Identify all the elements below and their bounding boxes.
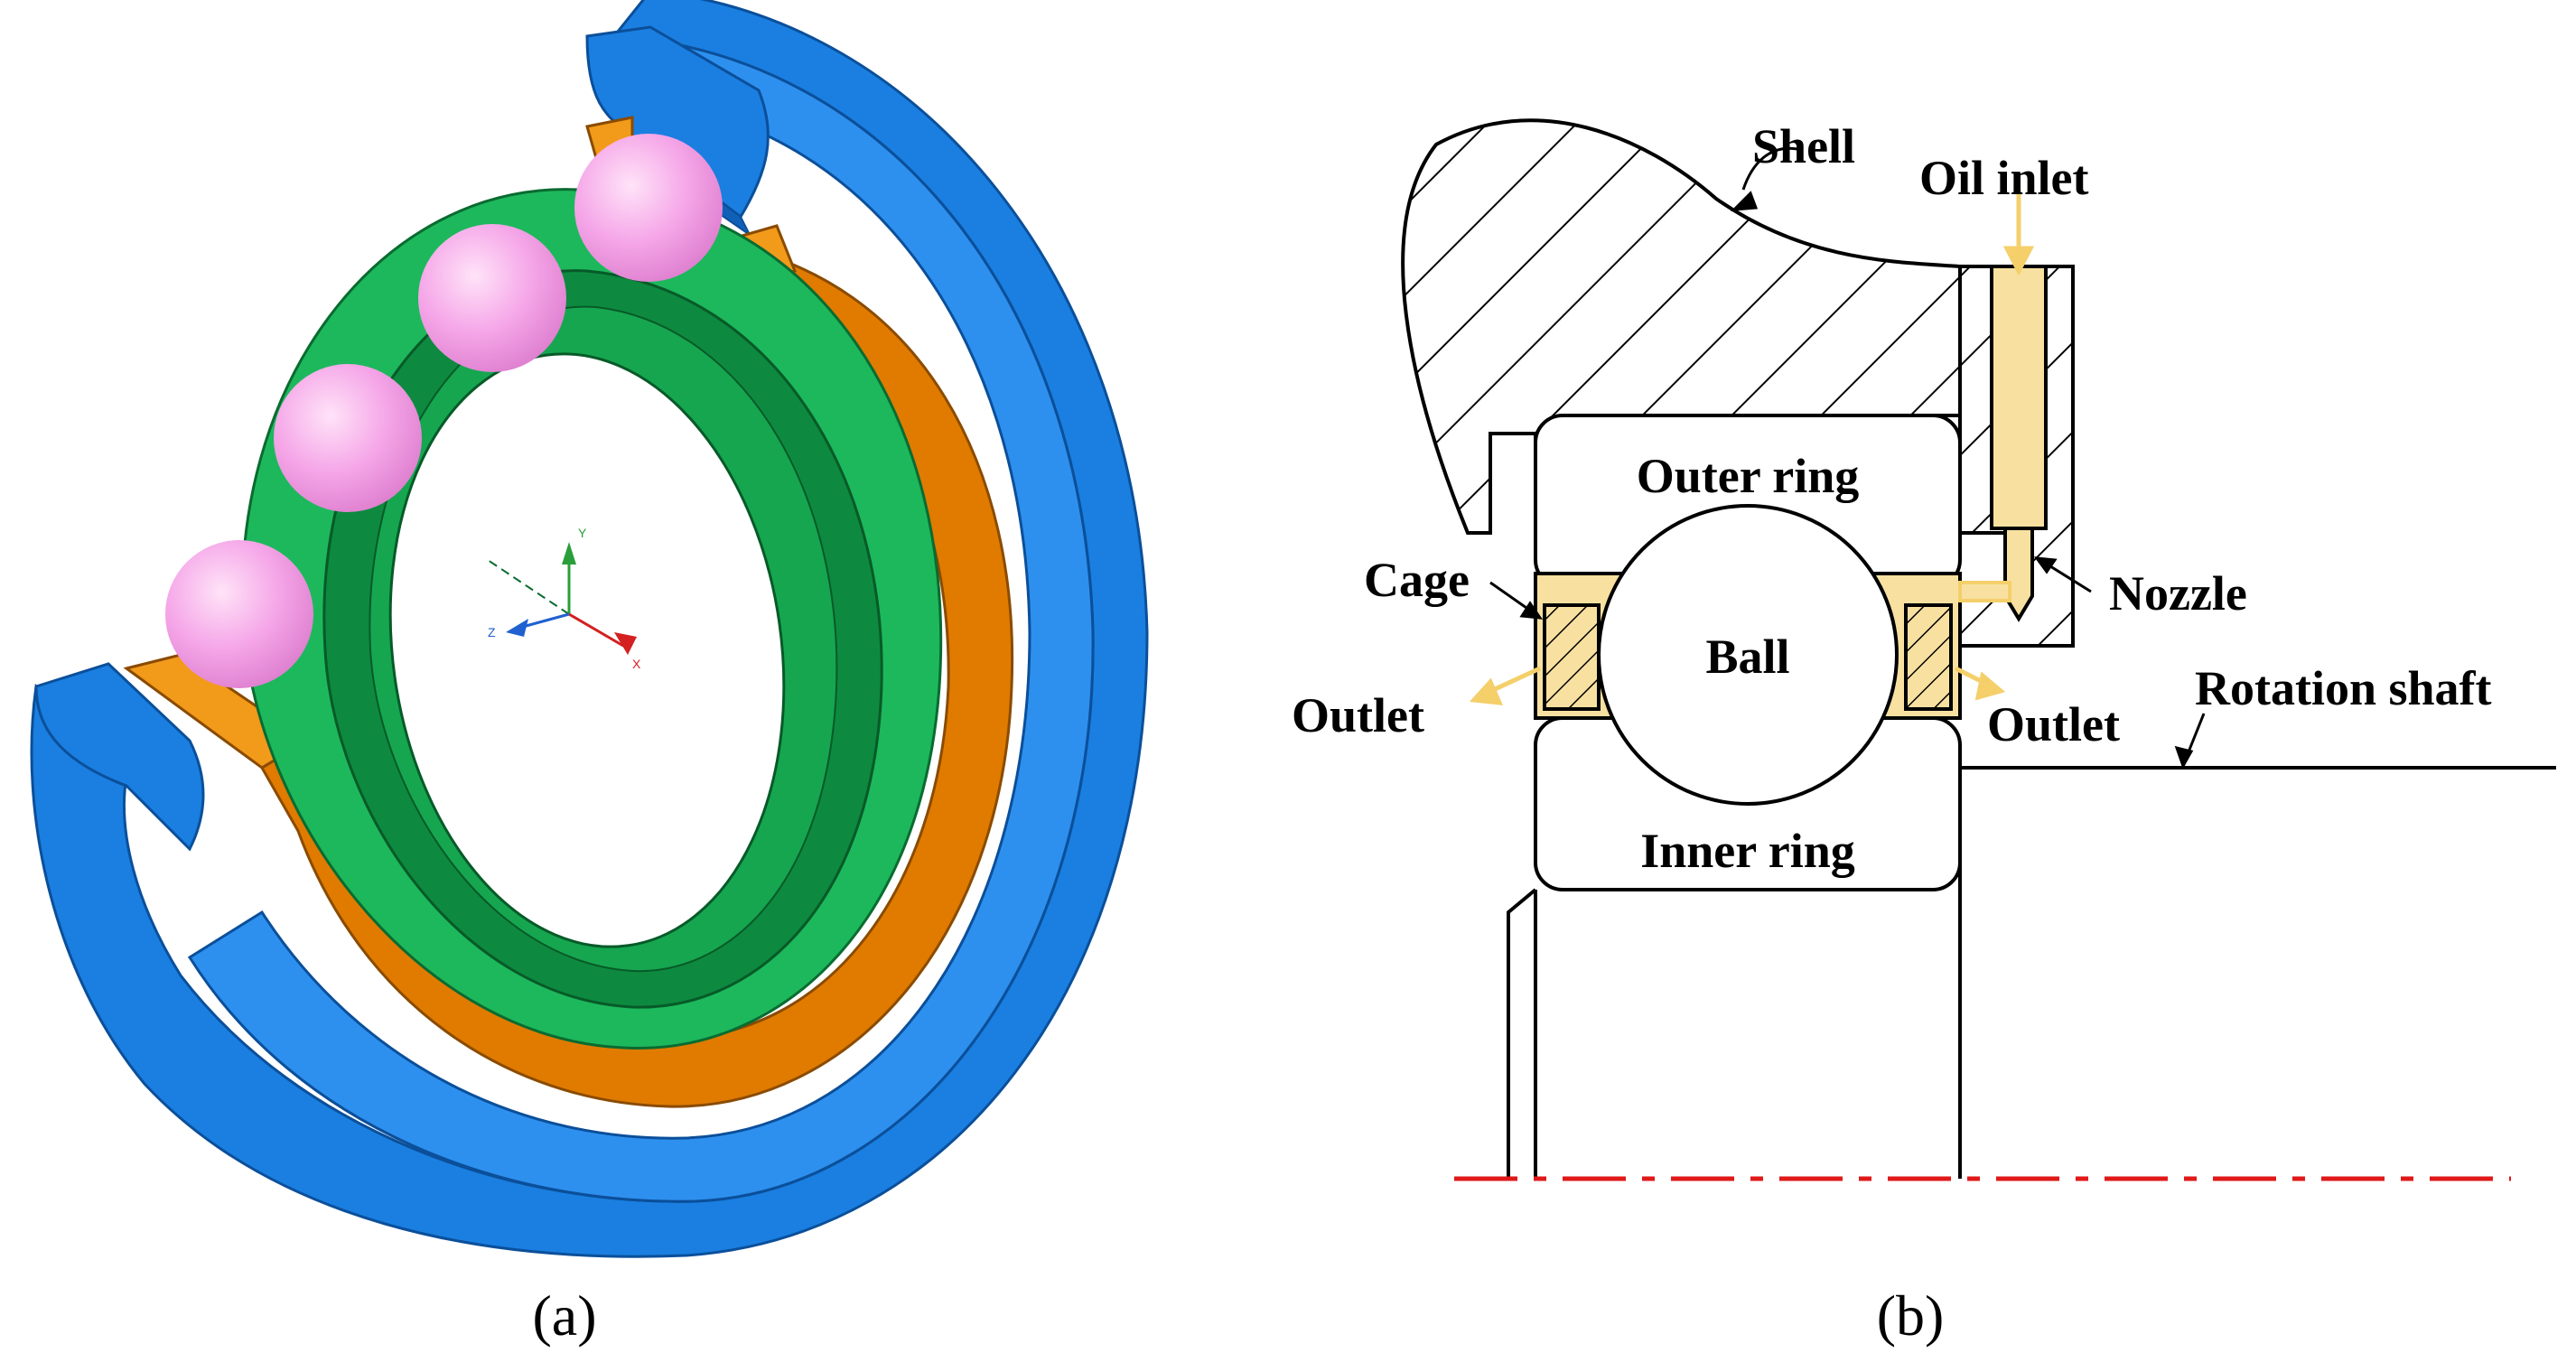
rotation-shaft [1958,766,2556,1179]
cage-ring [259,242,1014,1108]
label-oil-inlet: Oil inlet [1919,151,2089,205]
label-nozzle: Nozzle [2109,566,2247,621]
axis-triad: Y X Z [487,526,641,671]
ball-2 [418,224,566,372]
label-outer-ring: Outer ring [1637,449,1859,503]
axis-z-label: Z [488,625,496,639]
cage-left [1543,603,1601,711]
ball-3 [274,364,422,512]
outer-ring-cut-left [34,662,205,852]
label-outlet-right: Outlet [1987,697,2120,751]
outer-ring-face [187,34,1095,1203]
axis-x-label: X [632,657,641,671]
bore-hole [388,352,786,948]
oil-flow-arrows [1469,190,2035,705]
panel-b-cross-section [1401,118,2556,1179]
label-outlet-left: Outlet [1292,688,1424,742]
ball-section [1597,504,1899,806]
axis-y-label: Y [578,526,587,540]
label-inner-ring: Inner ring [1640,824,1855,878]
leader-lines [1489,146,2206,770]
label-cage: Cage [1364,553,1470,607]
shaft-shoulder [1507,888,1537,1179]
ball-4 [165,540,313,688]
caption-a: (a) [532,1283,596,1348]
caption-b: (b) [1877,1283,1945,1348]
ball-1 [574,134,723,282]
label-ball: Ball [1705,630,1789,684]
label-rotation-shaft: Rotation shaft [2195,661,2492,715]
cage-right [1904,603,1953,711]
label-shell: Shell [1752,119,1855,173]
nozzle-tip [2003,527,2034,622]
oil-inlet-channel [1990,265,2048,530]
panel-a-bearing-3d: Y X Z [30,0,1149,1258]
